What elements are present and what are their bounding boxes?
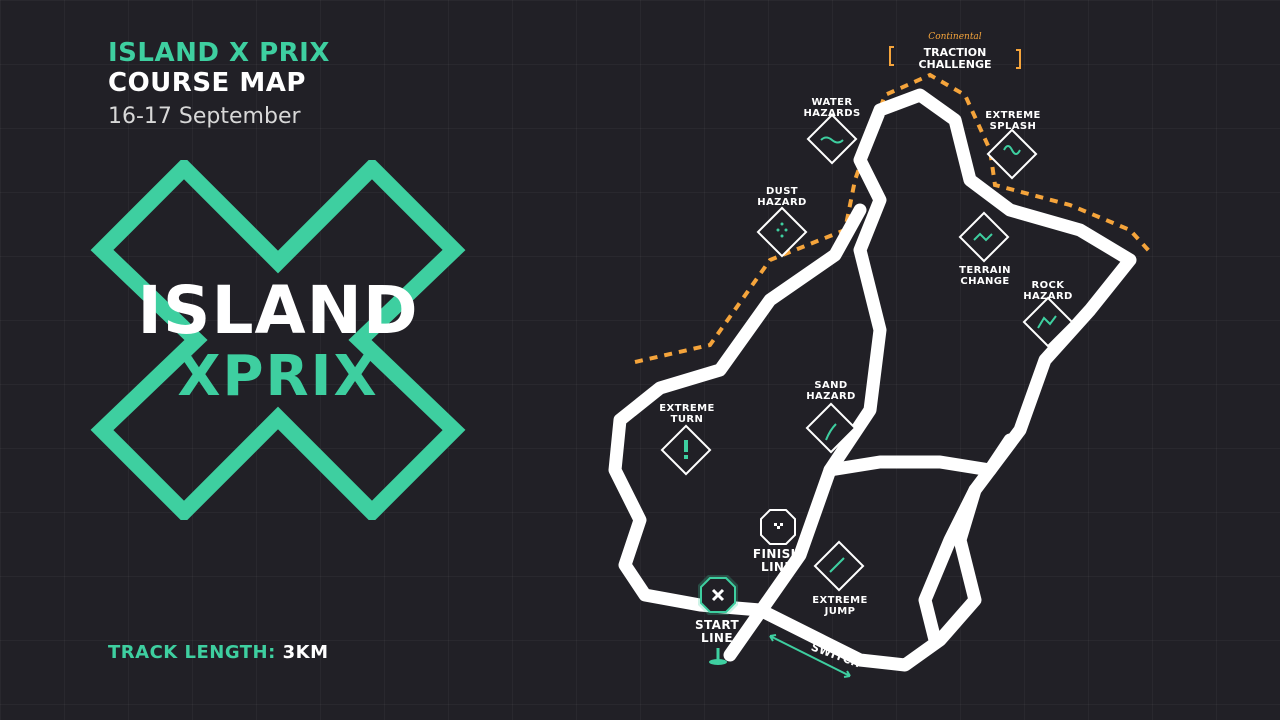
finish-line-label: FINISH LINE [752, 547, 802, 574]
traction-challenge-route [634, 72, 1152, 364]
traction-challenge-label: TRACTION CHALLENGE [918, 46, 992, 71]
hazard-label-rock: ROCK HAZARD [1023, 280, 1073, 302]
logo-word-xprix: XPRIX [177, 344, 379, 409]
event-date: 16-17 September [108, 104, 301, 129]
title-course-map: COURSE MAP [108, 68, 306, 98]
splash-icon [986, 128, 1038, 180]
header: ISLAND X PRIX COURSE MAP 16-17 September [108, 38, 330, 129]
track-path [608, 88, 1137, 672]
dust-icon [756, 206, 808, 258]
hazard-label-turn: EXTREME TURN [659, 403, 715, 425]
logo-word-island: ISLAND [137, 272, 419, 349]
start-line-label: START LINE [694, 618, 740, 645]
track-length-value: 3KM [282, 642, 329, 663]
hazard-label-sand: SAND HAZARD [806, 380, 856, 402]
jump-icon [813, 540, 865, 592]
hazard-label-dust: DUST HAZARD [757, 186, 807, 208]
start-x-icon [698, 575, 738, 665]
switch-arrow-icon [769, 634, 851, 678]
sponsor-brand: Continental [928, 32, 982, 42]
title-event: ISLAND X PRIX [108, 38, 330, 68]
hazard-label-water: WATER HAZARDS [803, 97, 861, 119]
sponsor-bracket-icon [889, 46, 1021, 69]
hazard-label-splash: EXTREME SPLASH [985, 110, 1041, 132]
sand-icon [805, 402, 857, 454]
island-xprix-logo: ISLAND XPRIX [88, 156, 468, 524]
track-length: TRACK LENGTH: 3KM [108, 642, 329, 663]
hazard-label-terrain: TERRAIN CHANGE [959, 265, 1011, 287]
checkered-flag-icon [760, 509, 796, 545]
track-length-label: TRACK LENGTH: [108, 642, 276, 663]
x-emblem-icon [90, 156, 466, 524]
track-crossover [823, 433, 1017, 647]
hazard-label-jump: EXTREME JUMP [812, 595, 868, 617]
